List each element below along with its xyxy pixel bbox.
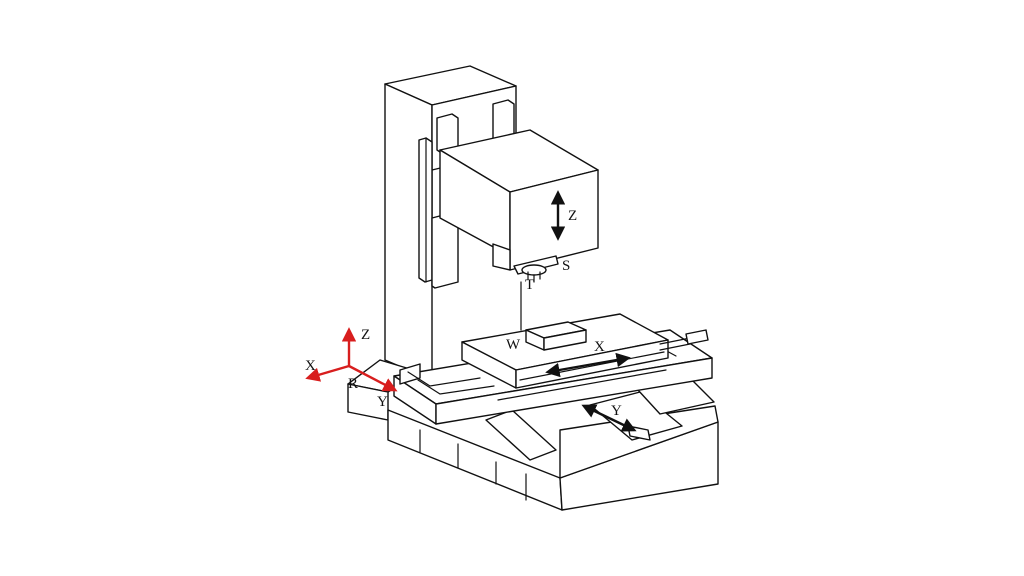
saddle-y-label: Y [611,403,622,419]
x-axis-drive [659,329,709,351]
ref-x-label: X [305,358,316,374]
spindle-z-label: Z [568,208,577,224]
workpiece [525,321,587,351]
ref-y-axis-arrow [348,364,398,392]
ref-z-label: Z [361,327,370,343]
spindle-label: S [562,258,570,274]
reference-frame [305,327,398,392]
ref-x-axis-arrow [305,364,350,382]
table-x-arrow [545,352,631,378]
saddle-y-arrow [581,404,637,432]
tool-label: T [525,277,534,293]
spindle [513,255,559,283]
table-x-label: X [594,339,605,355]
spindle-head [439,129,599,271]
ref-origin-label: R [348,376,358,392]
ref-y-label: Y [377,394,388,410]
workpiece-label: W [506,337,521,353]
